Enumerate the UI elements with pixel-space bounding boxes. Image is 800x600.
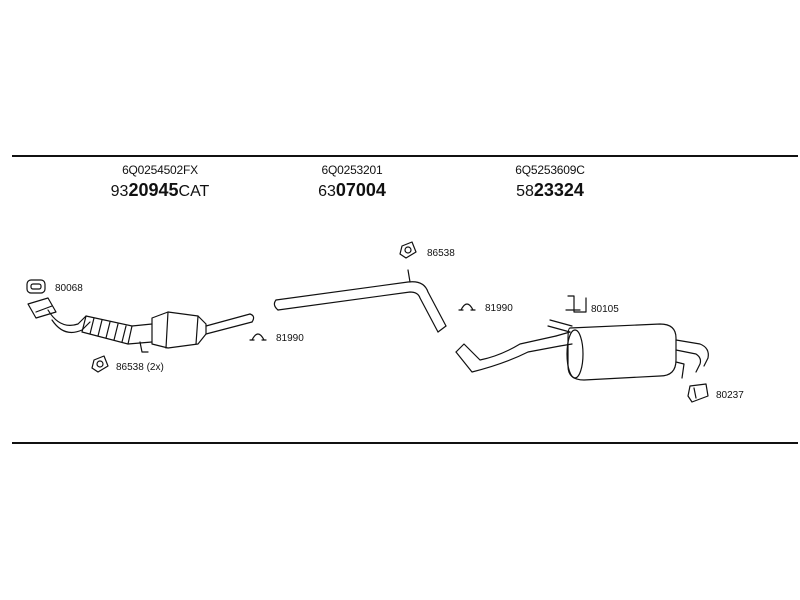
clamp-icon (399, 241, 417, 259)
clamp-icon (687, 383, 709, 403)
callout-label: 80068 (55, 283, 83, 294)
gasket-icon (26, 279, 46, 294)
part-number-main: 23324 (533, 180, 584, 200)
bottom-rule (12, 442, 798, 444)
clamp-icon (91, 355, 109, 373)
part-number: 6307004 (262, 180, 442, 201)
part-number: 5823324 (460, 180, 640, 201)
middle-pipe-drawing (273, 269, 447, 333)
callout-label: 86538 (427, 248, 455, 259)
callout-label: 80105 (591, 304, 619, 315)
callout-label: 86538 (2x) (116, 362, 164, 373)
part-number-main: 07004 (335, 180, 386, 200)
callout-label: 81990 (485, 303, 513, 314)
catalyst-pipe-drawing (27, 297, 255, 353)
part-prefix: 63 (318, 183, 336, 200)
part-prefix: 93 (110, 183, 129, 200)
hanger-bracket-icon (565, 295, 587, 313)
oe-number: 6Q0254502FX (122, 163, 198, 177)
part-header-rear-silencer: 6Q5253609C 5823324 (460, 163, 640, 201)
rubber-hanger-icon (249, 333, 267, 341)
top-rule (12, 155, 798, 157)
oe-number: 6Q5253609C (515, 163, 585, 177)
part-number-main: 20945 (128, 180, 179, 200)
part-header-middle-pipe: 6Q0253201 6307004 (262, 163, 442, 201)
rubber-hanger-icon (458, 303, 476, 311)
part-header-catalyst: 6Q0254502FX 9320945CAT (70, 163, 250, 201)
callout-label: 81990 (276, 333, 304, 344)
rear-silencer-drawing (455, 319, 709, 381)
part-number: 9320945CAT (70, 180, 250, 201)
callout-label: 80237 (716, 390, 744, 401)
oe-number: 6Q0253201 (321, 163, 383, 177)
part-prefix: 58 (516, 183, 534, 200)
part-suffix: CAT (178, 183, 210, 200)
